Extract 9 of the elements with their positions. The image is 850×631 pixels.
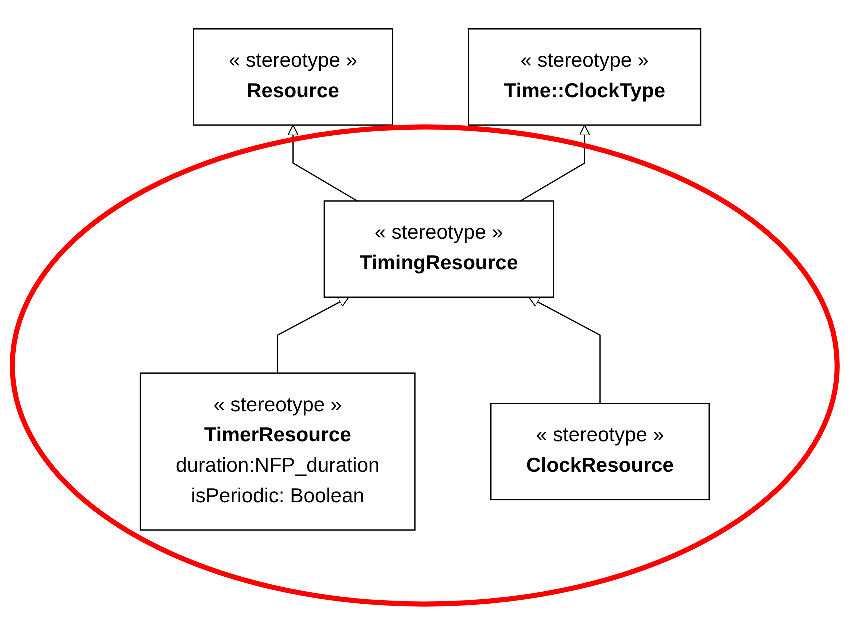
arrow (520, 124, 590, 202)
arrow (288, 124, 358, 202)
node-box: « stereotype » ClockResource (490, 403, 710, 501)
arrow (528, 296, 601, 404)
node-box: « stereotype » Time::ClockType (468, 28, 702, 126)
arrow (277, 296, 350, 374)
node-box: « stereotype » TimerResource duration:NFP_duration isPeriodic: Boolean (140, 372, 416, 531)
node-box: « stereotype » TimingResource (324, 200, 554, 298)
node-box: « stereotype » Resource (193, 28, 394, 126)
